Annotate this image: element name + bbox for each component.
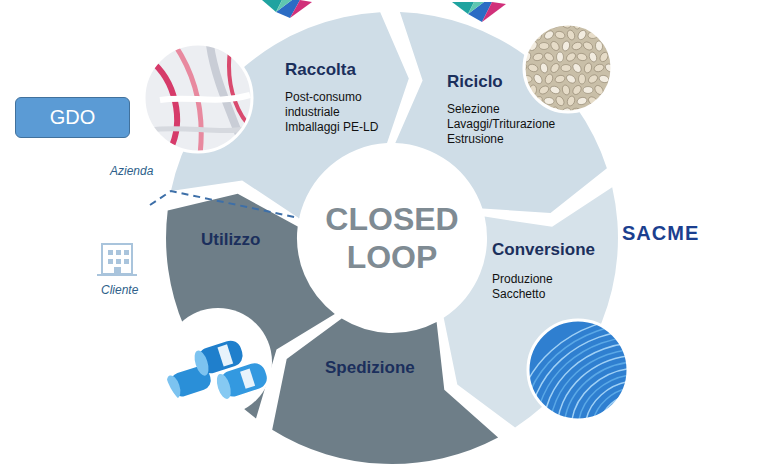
dashed-divider <box>150 191 299 218</box>
step-title: Riciclo <box>447 72 555 92</box>
loop-step: Spedizione <box>325 358 415 378</box>
step-detail: Post-consumo industriale <box>285 90 369 120</box>
center-circle <box>299 145 485 331</box>
step-detail: Selezione <box>447 102 555 117</box>
pellets-photo <box>516 18 621 120</box>
step-title: GDO <box>50 106 96 129</box>
step-title: Raccolta <box>285 60 378 80</box>
loop-step: RicicloSelezioneLavaggi/TriturazioneEstr… <box>447 72 555 147</box>
loop-step: RaccoltaPost-consumo industrialeImballag… <box>285 60 378 135</box>
plastic-photo <box>140 40 260 160</box>
org-box: GDO <box>15 97 130 138</box>
step-title: Spedizione <box>325 358 415 378</box>
company-logo: SACME <box>622 222 699 245</box>
loop-step: Utilizzo <box>201 230 261 250</box>
step-detail: Imballaggi PE-LD <box>285 120 378 135</box>
bag-rolls-photo <box>159 305 280 425</box>
step-title: CLOSED LOOP <box>317 200 467 277</box>
step-detail: Lavaggi/Triturazione <box>447 117 555 132</box>
role-label: Azienda <box>110 164 153 178</box>
ring-arrow-segment <box>272 319 498 464</box>
step-detail: Estrusione <box>447 132 555 147</box>
building-icon <box>97 244 137 276</box>
step-detail: Produzione Sacchetto <box>492 272 564 302</box>
loop-step: ConversioneProduzione Sacchetto <box>492 240 595 302</box>
origami-bird <box>452 2 506 22</box>
step-title: Utilizzo <box>201 230 261 250</box>
role-label: Cliente <box>101 283 138 297</box>
step-title: Conversione <box>492 240 595 260</box>
origami-bird <box>262 0 312 18</box>
film-coil-photo <box>515 318 640 431</box>
center-node: CLOSED LOOP <box>317 200 467 277</box>
